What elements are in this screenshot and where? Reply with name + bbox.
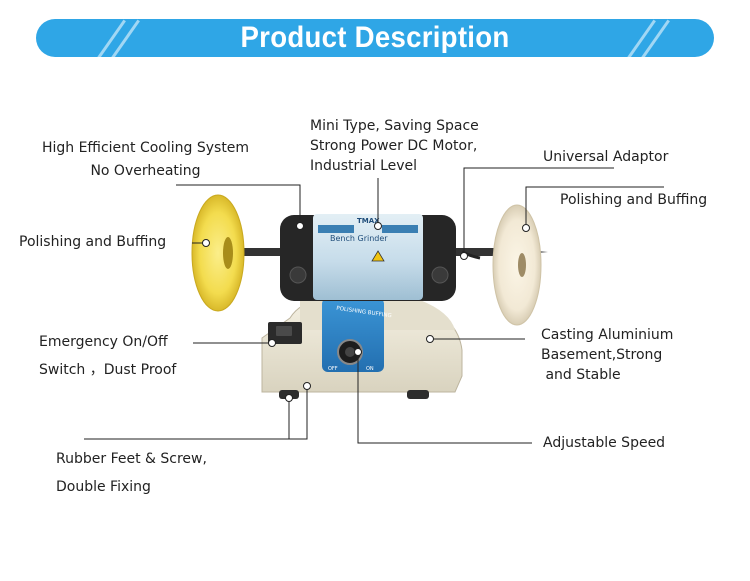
leader-dot [303, 382, 311, 390]
callout-polish-left: Polishing and Buffing [19, 234, 167, 250]
callout-casting-line2: Basement,Strong [541, 347, 663, 363]
callout-motor-line2: Strong Power DC Motor, [310, 138, 478, 154]
leader-dot [426, 335, 434, 343]
callout-casting-line3: and Stable [541, 367, 621, 383]
callout-casting: Casting Aluminium Basement,Strong and St… [541, 325, 673, 385]
leader-adaptor [463, 167, 614, 252]
leader-dot [460, 252, 468, 260]
callout-switch: Emergency On/Off Switch ，Dust Proof [39, 332, 176, 380]
wheel-hub [223, 237, 233, 269]
knob-center [345, 347, 355, 357]
model-label: Bench Grinder [330, 234, 388, 243]
warning-icon [371, 250, 385, 262]
leader-dot [285, 394, 293, 402]
knob-on-label: ON [366, 366, 374, 372]
callout-switch-line1: Emergency On/Off [39, 334, 168, 350]
callout-motor-line3: Industrial Level [310, 158, 418, 174]
banner-title: Product Description [240, 21, 510, 54]
callout-motor-line1: Mini Type, Saving Space [310, 118, 479, 134]
vent-cap-icon [431, 266, 449, 284]
motor-label-stripe [382, 225, 418, 233]
callout-speed: Adjustable Speed [543, 435, 666, 451]
callout-motor: Mini Type, Saving Space Strong Power DC … [310, 116, 479, 176]
leader-feet [84, 388, 308, 440]
leader-cooling [176, 184, 301, 220]
leader-dot [522, 224, 530, 232]
callout-cooling-line2: No Overheating [90, 163, 201, 179]
brand-badge: TMAX [357, 217, 380, 225]
callout-cooling-line1: High Efficient Cooling System [41, 140, 250, 156]
callout-switch-line2: Switch ，Dust Proof [39, 362, 177, 378]
leader-dot [296, 222, 304, 230]
motor-label-stripe [318, 225, 354, 233]
callout-polish-right: Polishing and Buffing [560, 192, 708, 208]
wheel-hub [518, 253, 526, 277]
callout-feet-line2: Double Fixing [56, 479, 151, 495]
leader-dot [268, 339, 276, 347]
callout-feet-line1: Rubber Feet & Screw, [56, 451, 207, 467]
callout-feet: Rubber Feet & Screw, Double Fixing [56, 449, 207, 497]
yellow-buffing-wheel [191, 194, 245, 312]
switch-toggle [276, 326, 292, 336]
cream-buffing-wheel [492, 204, 542, 326]
callout-casting-line1: Casting Aluminium [541, 327, 674, 343]
leader-lines [84, 167, 664, 444]
leader-dot [354, 348, 362, 356]
leader-dot [202, 239, 210, 247]
motor-label-band [313, 214, 423, 300]
leader-polish-right [525, 186, 664, 224]
callout-cooling: High Efficient Cooling System No Overhea… [34, 138, 257, 181]
title-banner: Product Description [36, 19, 714, 57]
knob-off-label: OFF [328, 366, 338, 372]
vent-cap-icon [289, 266, 307, 284]
callout-adaptor: Universal Adaptor [543, 149, 669, 165]
leader-dots [202, 222, 530, 402]
leader-speed [357, 352, 532, 444]
rubber-foot [407, 390, 429, 399]
leader-dot [374, 222, 382, 230]
